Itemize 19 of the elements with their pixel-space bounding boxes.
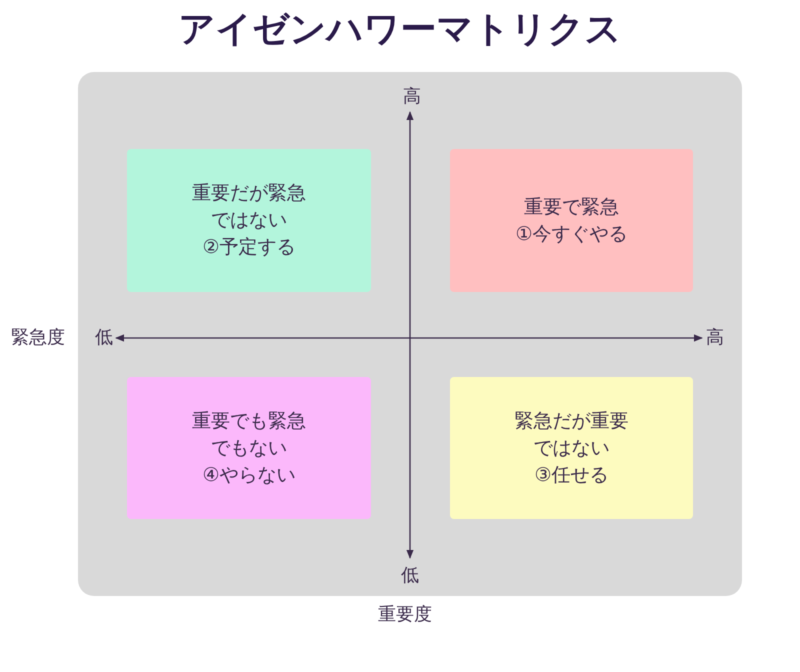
axis-label: 低 [401, 565, 419, 587]
quadrant-box [450, 149, 693, 292]
axis-label: 低 [95, 327, 113, 349]
quadrant-text: 重要でも緊急でもない [191, 408, 307, 460]
quadrant-text: 緊急だが重要ではない [514, 408, 630, 460]
axis-title: 緊急度 [11, 327, 65, 349]
quadrant-text: 重要だが緊急ではない [191, 181, 307, 233]
quadrant-box [450, 377, 693, 519]
quadrant-text: ④やらない [201, 462, 297, 488]
quadrant-box [127, 377, 371, 519]
axis-label: 高 [403, 86, 421, 108]
axis-label: 高 [706, 327, 724, 349]
title: アイゼンハワーマトリクス [178, 8, 622, 52]
quadrant-text: ③任せる [533, 462, 610, 488]
quadrant-text: 重要で緊急 [523, 194, 620, 220]
quadrant-text: ①今すぐやる [514, 222, 629, 246]
axis-title: 重要度 [378, 604, 432, 626]
quadrant-box [127, 149, 371, 292]
quadrant-text: ②予定する [201, 235, 297, 260]
